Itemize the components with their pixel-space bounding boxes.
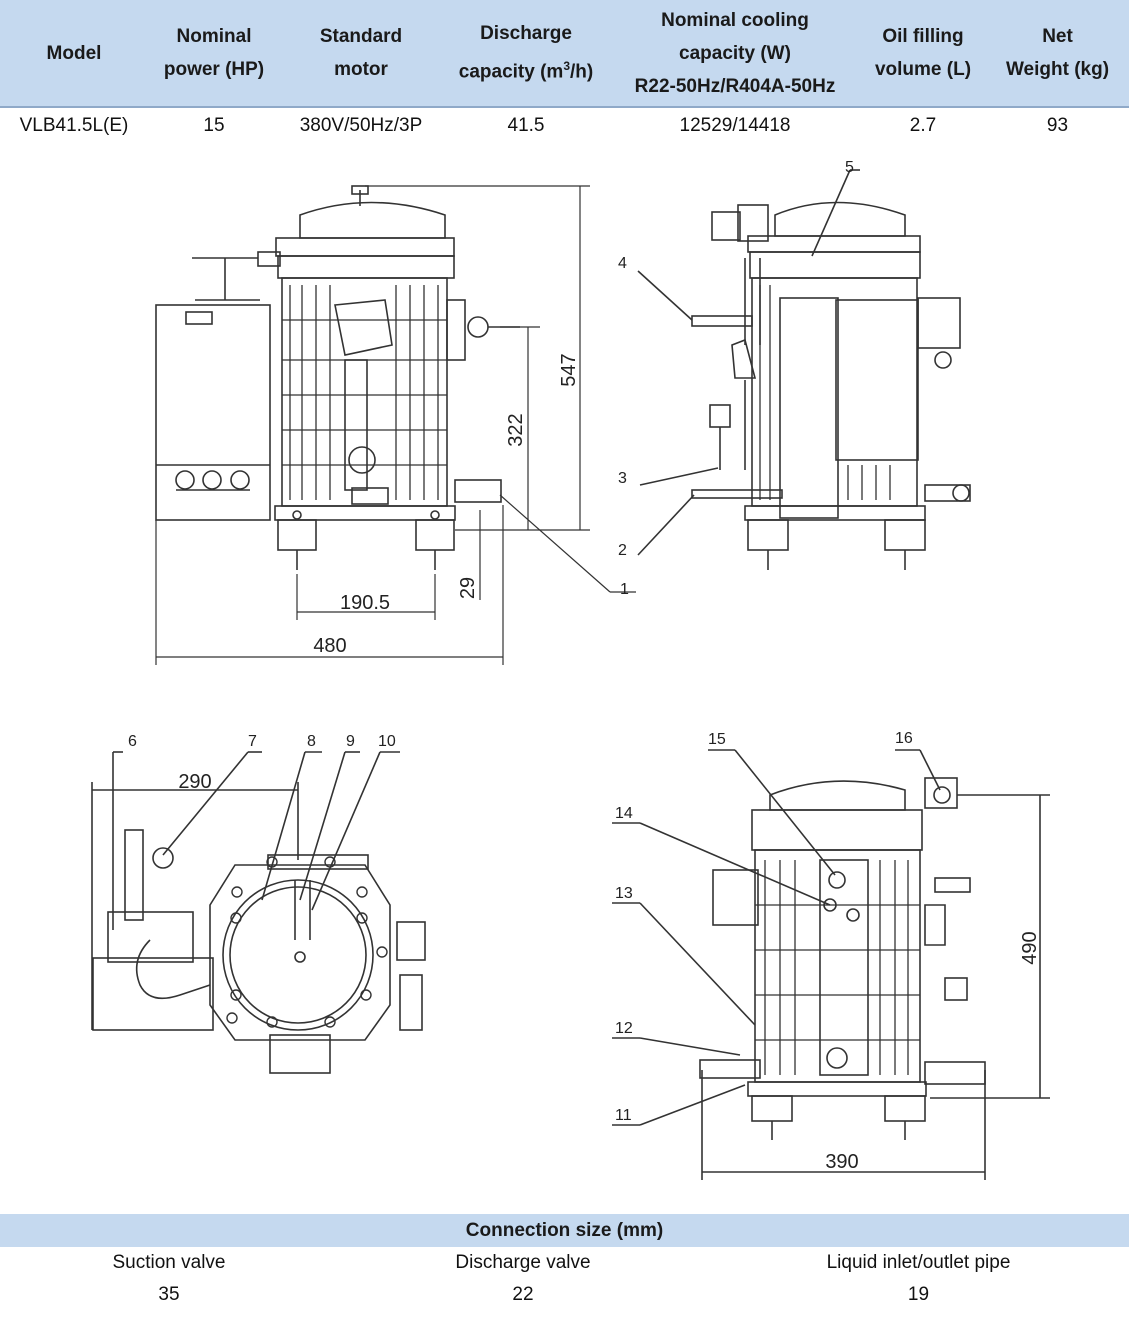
callout-12: 12: [615, 1020, 633, 1037]
callout-8: 8: [307, 733, 316, 750]
callout-5: 5: [845, 159, 854, 176]
dim-height-total: 547: [558, 353, 580, 386]
base-plate: [274, 505, 456, 521]
callout-9: 9: [346, 733, 355, 750]
dim-top-width: 290: [178, 771, 211, 793]
dim-foot-spacing: 190.5: [340, 592, 390, 614]
callout-14: 14: [615, 805, 633, 822]
side-view: [637, 169, 971, 570]
motor-body: [281, 277, 448, 507]
header-standard-motor: Standard motor: [319, 26, 403, 80]
dim-height-port: 322: [505, 413, 527, 446]
front-dimension-lines: [155, 185, 636, 665]
callout-7: 7: [248, 733, 257, 750]
callout-6: 6: [128, 733, 137, 750]
dim-width-front: 480: [313, 635, 346, 657]
callout-1: 1: [620, 581, 629, 598]
terminal-box: [155, 304, 271, 521]
callout-16: 16: [895, 730, 913, 747]
compressor-drawing: 547 322 29 190.5 480 290 490 390 1 2 3 4…: [0, 148, 1129, 1210]
side-junction-box: [917, 297, 961, 349]
header-discharge-capacity: Discharge capacity (m3/h): [458, 23, 594, 83]
rear-motor-cover: [819, 859, 869, 1076]
sight-glass: [348, 446, 376, 474]
header-cooling-capacity: Nominal cooling capacity (W) R22-50Hz/R4…: [634, 9, 836, 97]
callout-10: 10: [378, 733, 396, 750]
dim-width-rear: 390: [825, 1151, 858, 1173]
connection-table-title: Connection size (mm): [0, 1214, 1129, 1247]
header-liquid-pipe: Liquid inlet/outlet pipe: [826, 1252, 1011, 1273]
dim-foot-height: 29: [457, 577, 479, 599]
cell-weight: 93: [1046, 115, 1069, 136]
cell-oil: 2.7: [909, 115, 937, 136]
dim-height-rear: 490: [1019, 931, 1041, 964]
value-liquid-pipe: 19: [907, 1284, 930, 1305]
connection-table-value-row: 35 22 19: [0, 1279, 1129, 1311]
cell-power: 15: [203, 115, 225, 136]
table-row: VLB41.5L(E) 15 380V/50Hz/3P 41.5 12529/1…: [0, 108, 1129, 144]
terminal-box-label: [185, 311, 213, 325]
top-gauge-port: [152, 847, 174, 869]
nameplate: [334, 299, 393, 356]
connection-table: Connection size (mm) Suction valve Disch…: [0, 1214, 1129, 1311]
callout-4: 4: [618, 255, 627, 272]
callout-13: 13: [615, 885, 633, 902]
top-cover-circle: [222, 879, 374, 1031]
header-discharge-valve: Discharge valve: [455, 1252, 591, 1273]
header-divider: [0, 106, 1129, 108]
header-nominal-power: Nominal power (HP): [163, 26, 265, 80]
cylinder-head: [299, 201, 446, 239]
drawing-svg: 547 322 29 190.5 480 290 490 390 1 2 3 4…: [91, 159, 1050, 1180]
callout-2: 2: [618, 542, 627, 559]
header-oil-volume: Oil filling volume (L): [874, 26, 972, 80]
header-model: Model: [46, 42, 102, 64]
top-view: [91, 751, 426, 1074]
cell-cooling: 12529/14418: [679, 115, 791, 136]
value-suction-valve: 35: [158, 1284, 180, 1305]
side-valve: [467, 316, 489, 338]
value-discharge-valve: 22: [512, 1284, 534, 1305]
callout-15: 15: [708, 731, 726, 748]
spec-table-header: Model Nominal power (HP) Standard motor …: [0, 0, 1129, 106]
rear-view: [612, 749, 1050, 1180]
cell-model: VLB41.5L(E): [19, 115, 129, 136]
motor-side-cover: [779, 297, 839, 519]
spec-table: Model Nominal power (HP) Standard motor …: [0, 0, 1129, 144]
cell-motor: 380V/50Hz/3P: [299, 115, 423, 136]
header-suction-valve: Suction valve: [112, 1252, 226, 1273]
connection-table-header-row: Suction valve Discharge valve Liquid inl…: [0, 1247, 1129, 1279]
header-net-weight: Net Weight (kg): [1005, 26, 1110, 80]
cell-discharge: 41.5: [507, 115, 545, 136]
callout-3: 3: [618, 470, 627, 487]
front-view: [155, 185, 520, 570]
callout-11: 11: [615, 1107, 632, 1124]
